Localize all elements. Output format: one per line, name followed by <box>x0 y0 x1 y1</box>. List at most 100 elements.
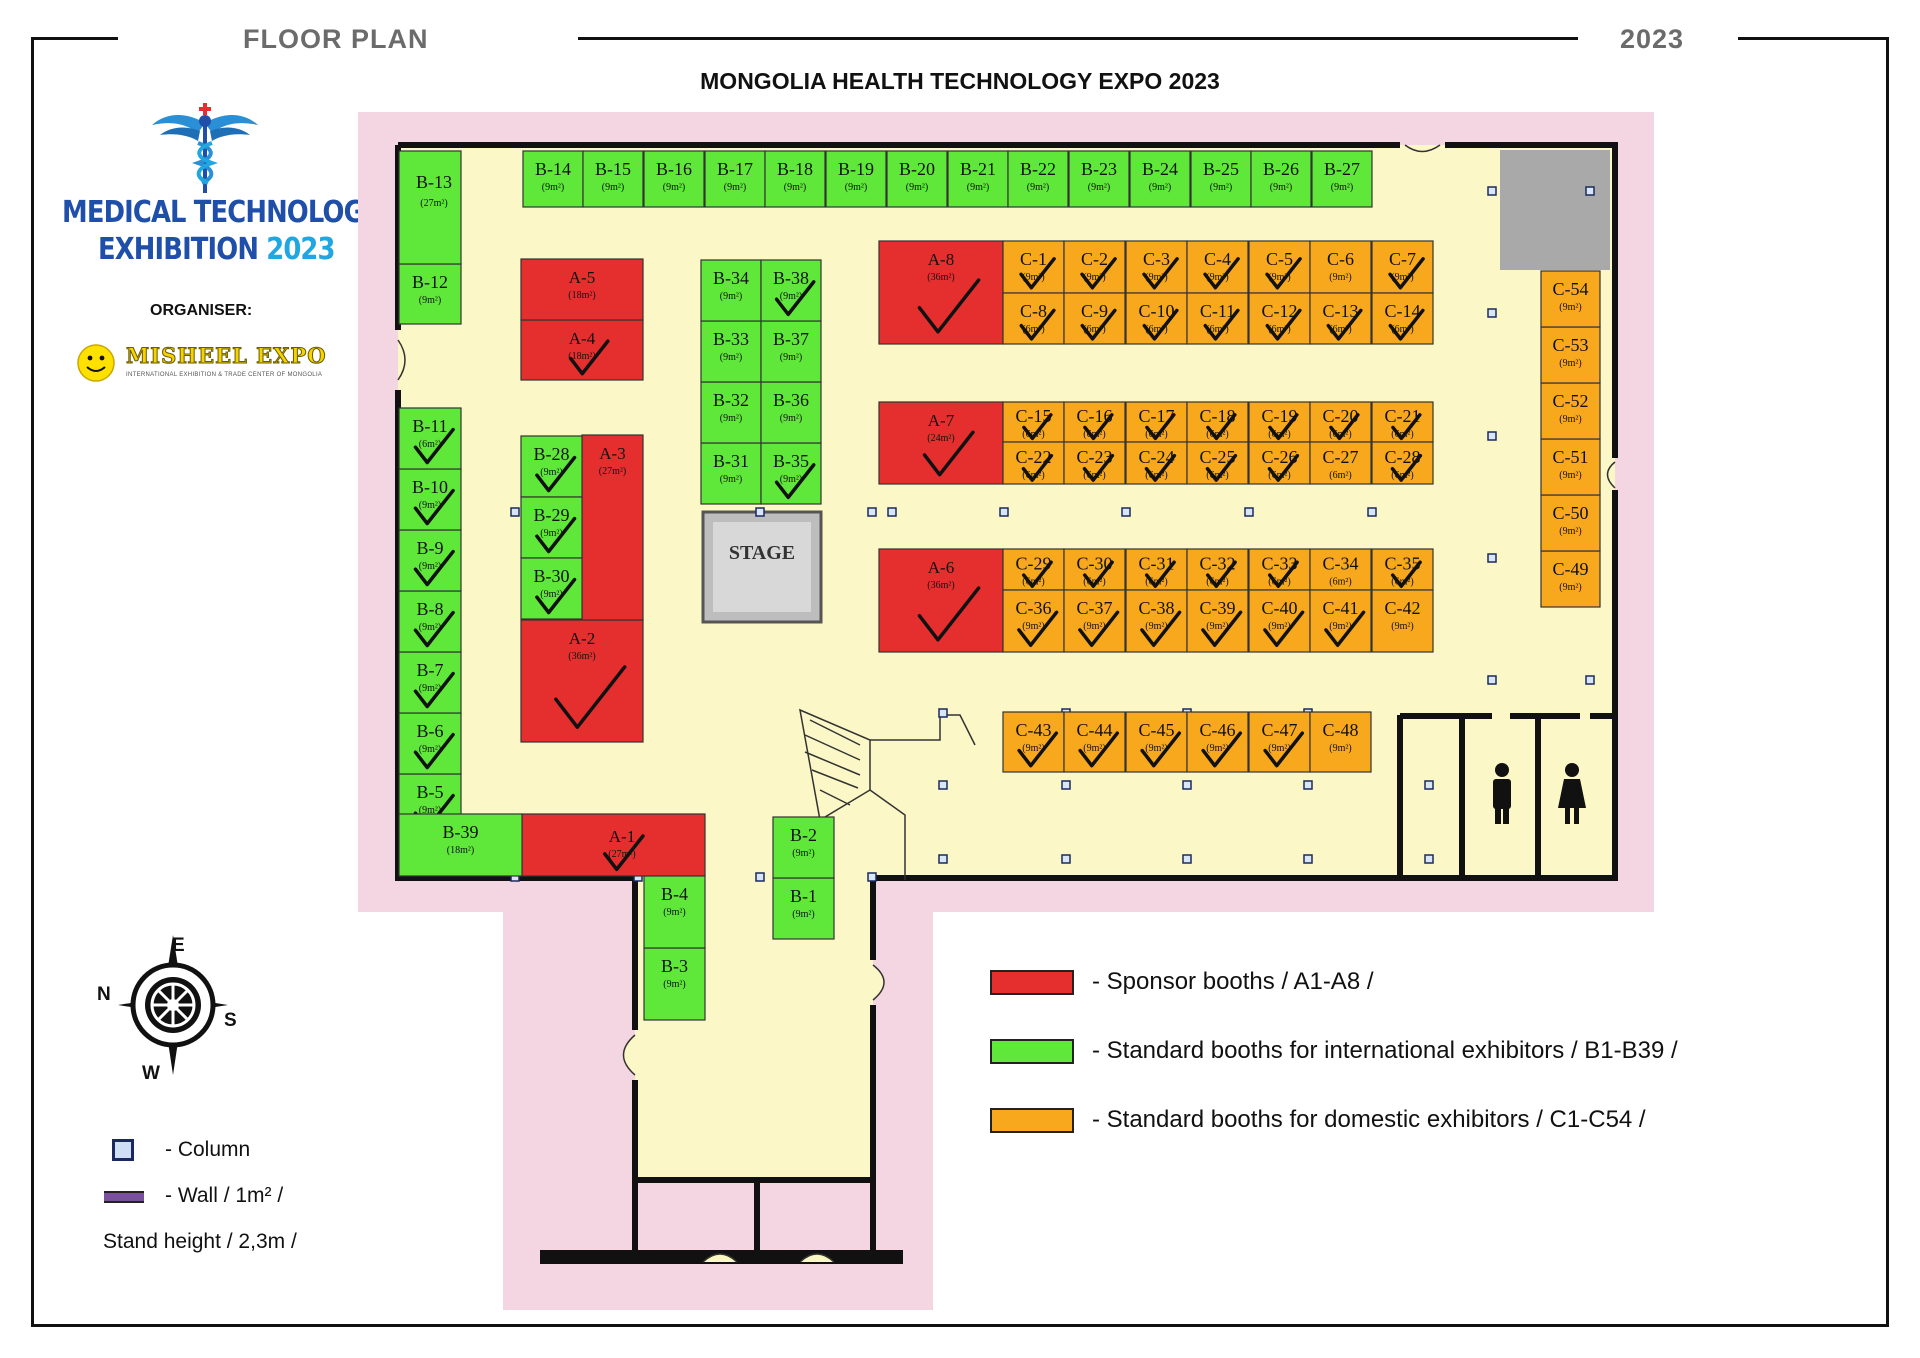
booth-c-48[interactable]: C-48(9m²) <box>1309 711 1372 773</box>
booth-b-12[interactable]: B-12(9m²) <box>398 263 462 325</box>
booth-c-49[interactable]: C-49(9m²) <box>1540 550 1601 608</box>
booth-c-27[interactable]: C-27(6m²) <box>1309 441 1372 485</box>
booth-c-25[interactable]: C-25(6m²) <box>1186 441 1249 485</box>
booth-b-3[interactable]: B-3(9m²) <box>643 947 706 1021</box>
booth-a-8[interactable]: A-8(36m²) <box>878 240 1004 345</box>
booth-c-46[interactable]: C-46(9m²) <box>1186 711 1249 773</box>
booth-b-2[interactable]: B-2(9m²) <box>772 816 835 879</box>
booth-c-12[interactable]: C-12(6m²) <box>1248 292 1311 345</box>
booth-b-16[interactable]: B-16(9m²) <box>643 150 705 208</box>
booth-c-23[interactable]: C-23(6m²) <box>1063 441 1126 485</box>
booth-a-1[interactable]: A-1(27m²) <box>521 813 706 877</box>
booth-b-1[interactable]: B-1(9m²) <box>772 877 835 940</box>
booth-c-29[interactable]: C-29(6m²) <box>1002 548 1065 591</box>
booth-c-36[interactable]: C-36(9m²) <box>1002 589 1065 653</box>
booth-c-24[interactable]: C-24(6m²) <box>1125 441 1188 485</box>
booth-c-26[interactable]: C-26(6m²) <box>1248 441 1311 485</box>
booth-c-3[interactable]: C-3(9m²) <box>1125 240 1188 294</box>
booth-b-8[interactable]: B-8(9m²) <box>398 590 462 653</box>
booth-b-9[interactable]: B-9(9m²) <box>398 529 462 592</box>
booth-b-24[interactable]: B-24(9m²) <box>1129 150 1191 208</box>
booth-c-8[interactable]: C-8(6m²) <box>1002 292 1065 345</box>
booth-c-54[interactable]: C-54(9m²) <box>1540 270 1601 328</box>
booth-a-7[interactable]: A-7(24m²) <box>878 401 1004 485</box>
booth-c-20[interactable]: C-20(6m²) <box>1309 401 1372 443</box>
booth-b-35[interactable]: B-35(9m²) <box>760 442 822 505</box>
booth-c-39[interactable]: C-39(9m²) <box>1186 589 1249 653</box>
booth-c-7[interactable]: C-7(9m²) <box>1371 240 1434 294</box>
booth-b-7[interactable]: B-7(9m²) <box>398 651 462 714</box>
booth-c-17[interactable]: C-17(6m²) <box>1125 401 1188 443</box>
booth-b-34[interactable]: B-34(9m²) <box>700 259 762 322</box>
booth-c-14[interactable]: C-14(6m²) <box>1371 292 1434 345</box>
booth-c-1[interactable]: C-1(9m²) <box>1002 240 1065 294</box>
booth-c-13[interactable]: C-13(6m²) <box>1309 292 1372 345</box>
booth-c-42[interactable]: C-42(9m²) <box>1371 589 1434 653</box>
booth-c-19[interactable]: C-19(6m²) <box>1248 401 1311 443</box>
booth-b-23[interactable]: B-23(9m²) <box>1068 150 1130 208</box>
booth-c-38[interactable]: C-38(9m²) <box>1125 589 1188 653</box>
booth-b-10[interactable]: B-10(9m²) <box>398 468 462 531</box>
booth-c-44[interactable]: C-44(9m²) <box>1063 711 1126 773</box>
booth-b-20[interactable]: B-20(9m²) <box>886 150 948 208</box>
booth-b-31[interactable]: B-31(9m²) <box>700 442 762 505</box>
booth-b-27[interactable]: B-27(9m²) <box>1311 150 1373 208</box>
booth-c-21[interactable]: C-21(6m²) <box>1371 401 1434 443</box>
booth-c-31[interactable]: C-31(6m²) <box>1125 548 1188 591</box>
booth-c-37[interactable]: C-37(9m²) <box>1063 589 1126 653</box>
booth-b-38[interactable]: B-38(9m²) <box>760 259 822 322</box>
booth-a-2[interactable]: A-2(36m²) <box>520 619 644 743</box>
booth-c-10[interactable]: C-10(6m²) <box>1125 292 1188 345</box>
booth-c-47[interactable]: C-47(9m²) <box>1248 711 1311 773</box>
booth-c-11[interactable]: C-11(6m²) <box>1186 292 1249 345</box>
booth-c-43[interactable]: C-43(9m²) <box>1002 711 1065 773</box>
booth-b-4[interactable]: B-4(9m²) <box>643 875 706 949</box>
booth-a-5[interactable]: A-5(18m²) <box>520 258 644 321</box>
booth-c-35[interactable]: C-35(6m²) <box>1371 548 1434 591</box>
booth-b-11[interactable]: B-11(6m²) <box>398 407 462 470</box>
booth-c-50[interactable]: C-50(9m²) <box>1540 494 1601 552</box>
booth-b-33[interactable]: B-33(9m²) <box>700 320 762 383</box>
booth-b-39[interactable]: B-39(18m²) <box>398 813 523 877</box>
booth-c-9[interactable]: C-9(6m²) <box>1063 292 1126 345</box>
booth-c-15[interactable]: C-15(6m²) <box>1002 401 1065 443</box>
booth-c-32[interactable]: C-32(6m²) <box>1186 548 1249 591</box>
booth-c-16[interactable]: C-16(6m²) <box>1063 401 1126 443</box>
booth-b-26[interactable]: B-26(9m²) <box>1250 150 1312 208</box>
booth-b-19[interactable]: B-19(9m²) <box>825 150 887 208</box>
booth-b-17[interactable]: B-17(9m²) <box>704 150 766 208</box>
booth-c-52[interactable]: C-52(9m²) <box>1540 382 1601 440</box>
booth-c-28[interactable]: C-28(6m²) <box>1371 441 1434 485</box>
booth-b-37[interactable]: B-37(9m²) <box>760 320 822 383</box>
booth-c-22[interactable]: C-22(6m²) <box>1002 441 1065 485</box>
booth-c-33[interactable]: C-33(6m²) <box>1248 548 1311 591</box>
booth-b-30[interactable]: B-30(9m²) <box>520 557 583 620</box>
booth-c-45[interactable]: C-45(9m²) <box>1125 711 1188 773</box>
booth-b-18[interactable]: B-18(9m²) <box>764 150 826 208</box>
booth-c-4[interactable]: C-4(9m²) <box>1186 240 1249 294</box>
booth-c-5[interactable]: C-5(9m²) <box>1248 240 1311 294</box>
booth-a-3[interactable]: A-3(27m²) <box>581 434 644 621</box>
booth-c-30[interactable]: C-30(6m²) <box>1063 548 1126 591</box>
booth-a-6[interactable]: A-6(36m²) <box>878 548 1004 653</box>
booth-c-53[interactable]: C-53(9m²) <box>1540 326 1601 384</box>
booth-c-51[interactable]: C-51(9m²) <box>1540 438 1601 496</box>
booth-b-14[interactable]: B-14(9m²) <box>522 150 584 208</box>
booth-b-25[interactable]: B-25(9m²) <box>1190 150 1252 208</box>
booth-c-2[interactable]: C-2(9m²) <box>1063 240 1126 294</box>
booth-a-4[interactable]: A-4(18m²) <box>520 319 644 381</box>
booth-c-18[interactable]: C-18(6m²) <box>1186 401 1249 443</box>
booth-b-13[interactable]: B-13(27m²) <box>398 150 462 265</box>
booth-b-15[interactable]: B-15(9m²) <box>582 150 644 208</box>
booth-b-28[interactable]: B-28(9m²) <box>520 435 583 498</box>
booth-c-34[interactable]: C-34(6m²) <box>1309 548 1372 591</box>
booth-b-6[interactable]: B-6(9m²) <box>398 712 462 775</box>
booth-c-6[interactable]: C-6(9m²) <box>1309 240 1372 294</box>
booth-b-22[interactable]: B-22(9m²) <box>1007 150 1069 208</box>
booth-b-21[interactable]: B-21(9m²) <box>947 150 1009 208</box>
booth-b-36[interactable]: B-36(9m²) <box>760 381 822 444</box>
booth-b-32[interactable]: B-32(9m²) <box>700 381 762 444</box>
booth-b-29[interactable]: B-29(9m²) <box>520 496 583 559</box>
booth-c-40[interactable]: C-40(9m²) <box>1248 589 1311 653</box>
booth-c-41[interactable]: C-41(9m²) <box>1309 589 1372 653</box>
